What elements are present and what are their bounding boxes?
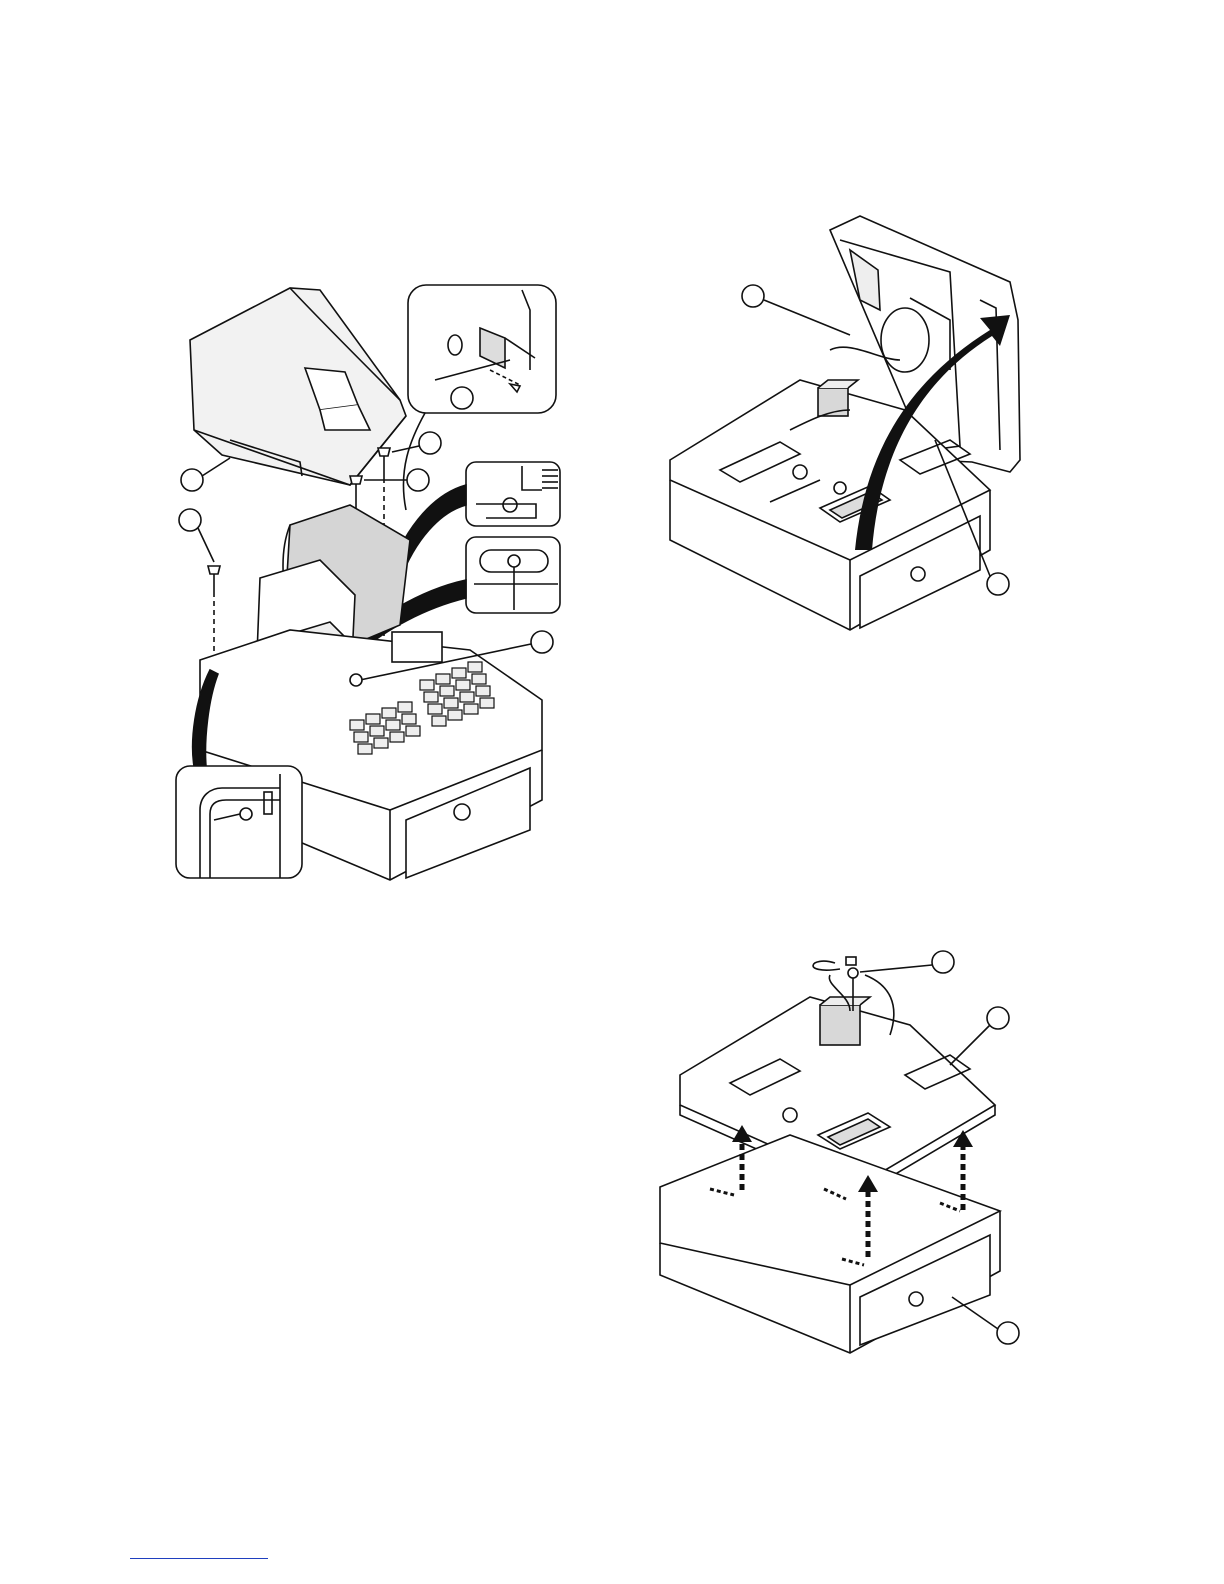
detail-inset-cable: [176, 766, 302, 878]
callout-circle: [742, 285, 764, 307]
illustration-base-lift: [650, 945, 1030, 1365]
callout-circle: [179, 509, 201, 531]
figure-top-cabinet-open: [660, 210, 1030, 640]
callout-circle: [987, 573, 1009, 595]
figure-printer-cover-removal: [170, 280, 570, 885]
callout-circle: [419, 432, 441, 454]
callout-circle: [407, 469, 429, 491]
callout-circle: [181, 469, 203, 491]
printer-cover: [190, 288, 406, 485]
footer-link-rule: [130, 1558, 268, 1559]
detail-inset-ground: [466, 537, 560, 613]
drawer-base: [660, 1135, 1000, 1353]
detail-inset-bracket: [466, 462, 560, 526]
figure-base-separation: [650, 945, 1030, 1365]
detail-inset-screw: [408, 285, 556, 413]
illustration-register-exploded: [170, 280, 570, 885]
illustration-cabinet-open: [660, 210, 1030, 640]
callout-circle: [531, 631, 553, 653]
callout-circle: [997, 1322, 1019, 1344]
screw: [208, 566, 220, 660]
callout-circle: [932, 951, 954, 973]
